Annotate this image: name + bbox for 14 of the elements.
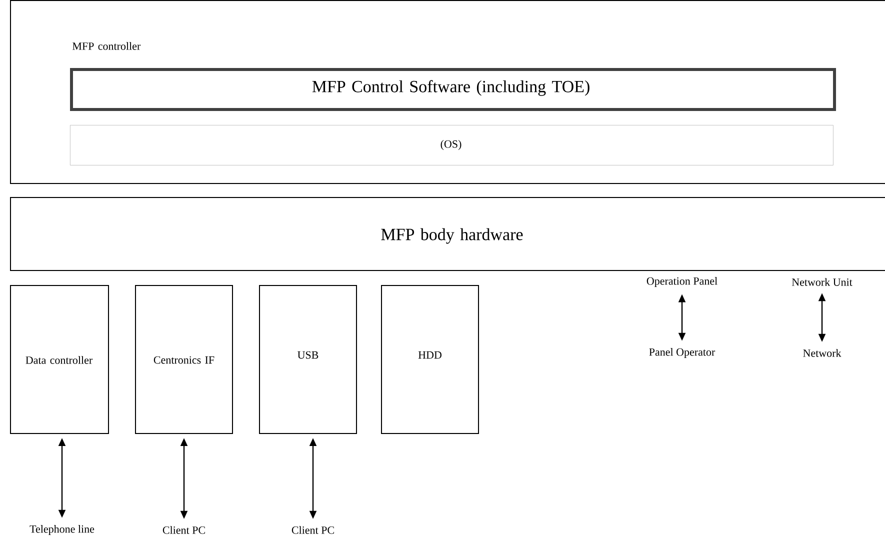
component-box: Centronics IF (135, 285, 233, 434)
component-box: Data controller (10, 285, 109, 434)
label-text: Operation Panel (646, 277, 718, 287)
os-box: (OS) (70, 125, 834, 166)
hardware-box: MFP body hardware (10, 197, 885, 271)
label-text: Network (803, 349, 842, 357)
component-box: USB (259, 285, 357, 434)
label-text: Network Unit (792, 278, 852, 286)
label-text: Telephone line (30, 525, 94, 535)
label-text: Panel Operator (649, 348, 716, 358)
software-box: MFP Control Software (including TOE) (70, 68, 836, 111)
label-text: Client PC (292, 526, 334, 534)
component-box: HDD (381, 285, 479, 434)
label-text: Client PC (162, 526, 205, 534)
